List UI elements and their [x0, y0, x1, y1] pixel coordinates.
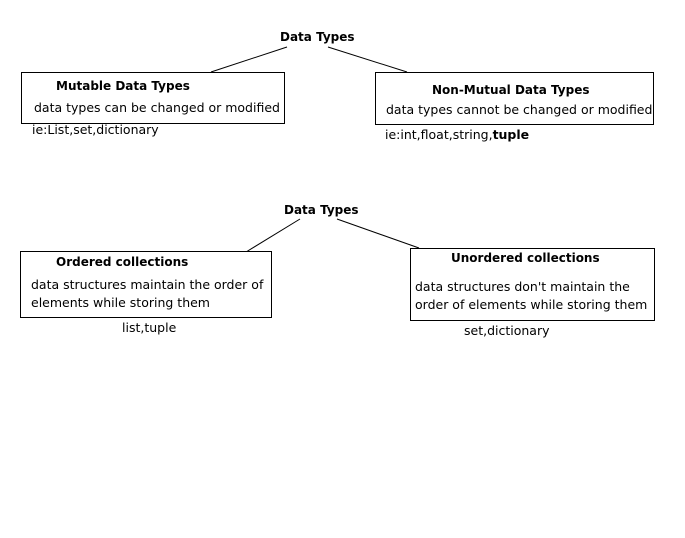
mutable-types-description: data types can be changed or modified [34, 100, 280, 115]
ordered-collections-description-line2: elements while storing them [31, 295, 210, 310]
immutable-types-example-plain: ie:int,float,string, [385, 127, 493, 142]
connector-d1-right [327, 46, 408, 73]
connector-d1-left [210, 46, 288, 73]
ordered-collections-example: list,tuple [122, 320, 177, 335]
immutable-types-example: ie:int,float,string,tuple [385, 127, 529, 142]
diagram2-root-label: Data Types [284, 203, 359, 217]
ordered-collections-box: Ordered collections data structures main… [20, 251, 272, 318]
unordered-collections-box: Unordered collections data structures do… [410, 248, 655, 321]
mutable-types-title: Mutable Data Types [56, 79, 190, 93]
unordered-collections-description-line1: data structures don't maintain the [415, 279, 630, 294]
mutable-types-example: ie:List,set,dictionary [32, 122, 159, 137]
mutable-types-box: Mutable Data Types data types can be cha… [21, 72, 285, 124]
diagram1-root-label: Data Types [280, 30, 355, 44]
immutable-types-box: Non-Mutual Data Types data types cannot … [375, 72, 654, 125]
connector-d2-right [336, 218, 420, 249]
unordered-collections-description-line2: order of elements while storing them [415, 297, 648, 312]
connector-d2-left [245, 218, 301, 253]
immutable-types-title: Non-Mutual Data Types [432, 83, 590, 97]
immutable-types-description: data types cannot be changed or modified [386, 102, 653, 117]
unordered-collections-title: Unordered collections [451, 251, 600, 265]
unordered-collections-example: set,dictionary [464, 323, 550, 338]
immutable-types-example-bold: tuple [492, 127, 530, 142]
ordered-collections-description-line1: data structures maintain the order of [31, 277, 264, 292]
ordered-collections-title: Ordered collections [56, 255, 189, 269]
